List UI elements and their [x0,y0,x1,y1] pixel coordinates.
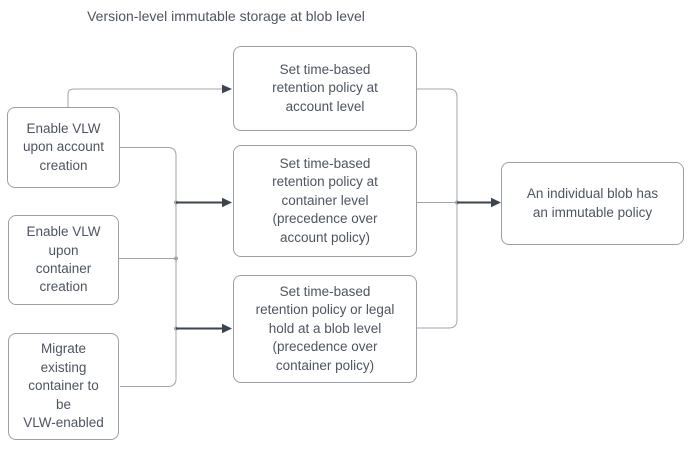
arrowhead-account-policy [222,84,232,94]
node-label: Set time-based retention policy at conta… [272,155,378,245]
node-label: An individual blob has an immutable poli… [526,186,659,220]
node-label: Migrate existing container to be VLW-ena… [23,341,104,431]
node-label: Enable VLW upon container creation [26,224,101,295]
node-enable-vlw-container-creation: Enable VLW upon container creation [8,215,119,305]
node-retention-policy-container-level: Set time-based retention policy at conta… [233,145,417,257]
node-migrate-existing-container: Migrate existing container to be VLW-ena… [8,333,119,440]
arrowhead-result [491,197,501,208]
junction-left-mid [174,256,178,261]
diagram-title: Version-level immutable storage at blob … [87,8,365,24]
node-label: Set time-based retention policy at accou… [272,61,378,114]
connector-left-bracket [120,147,177,387]
connector-account-to-account-policy [67,88,222,107]
node-individual-blob-immutable-policy: An individual blob has an immutable poli… [501,162,684,245]
node-retention-policy-blob-level: Set time-based retention policy or legal… [233,275,417,383]
node-enable-vlw-account-creation: Enable VLW upon account creation [7,107,120,188]
arrowhead-blob-policy [222,323,232,334]
connector-right-bracket [417,88,458,329]
arrowhead-container-policy [222,197,232,208]
node-label: Set time-based retention policy or legal… [255,283,395,373]
node-retention-policy-account-level: Set time-based retention policy at accou… [233,46,417,131]
node-label: Enable VLW upon account creation [22,120,105,173]
